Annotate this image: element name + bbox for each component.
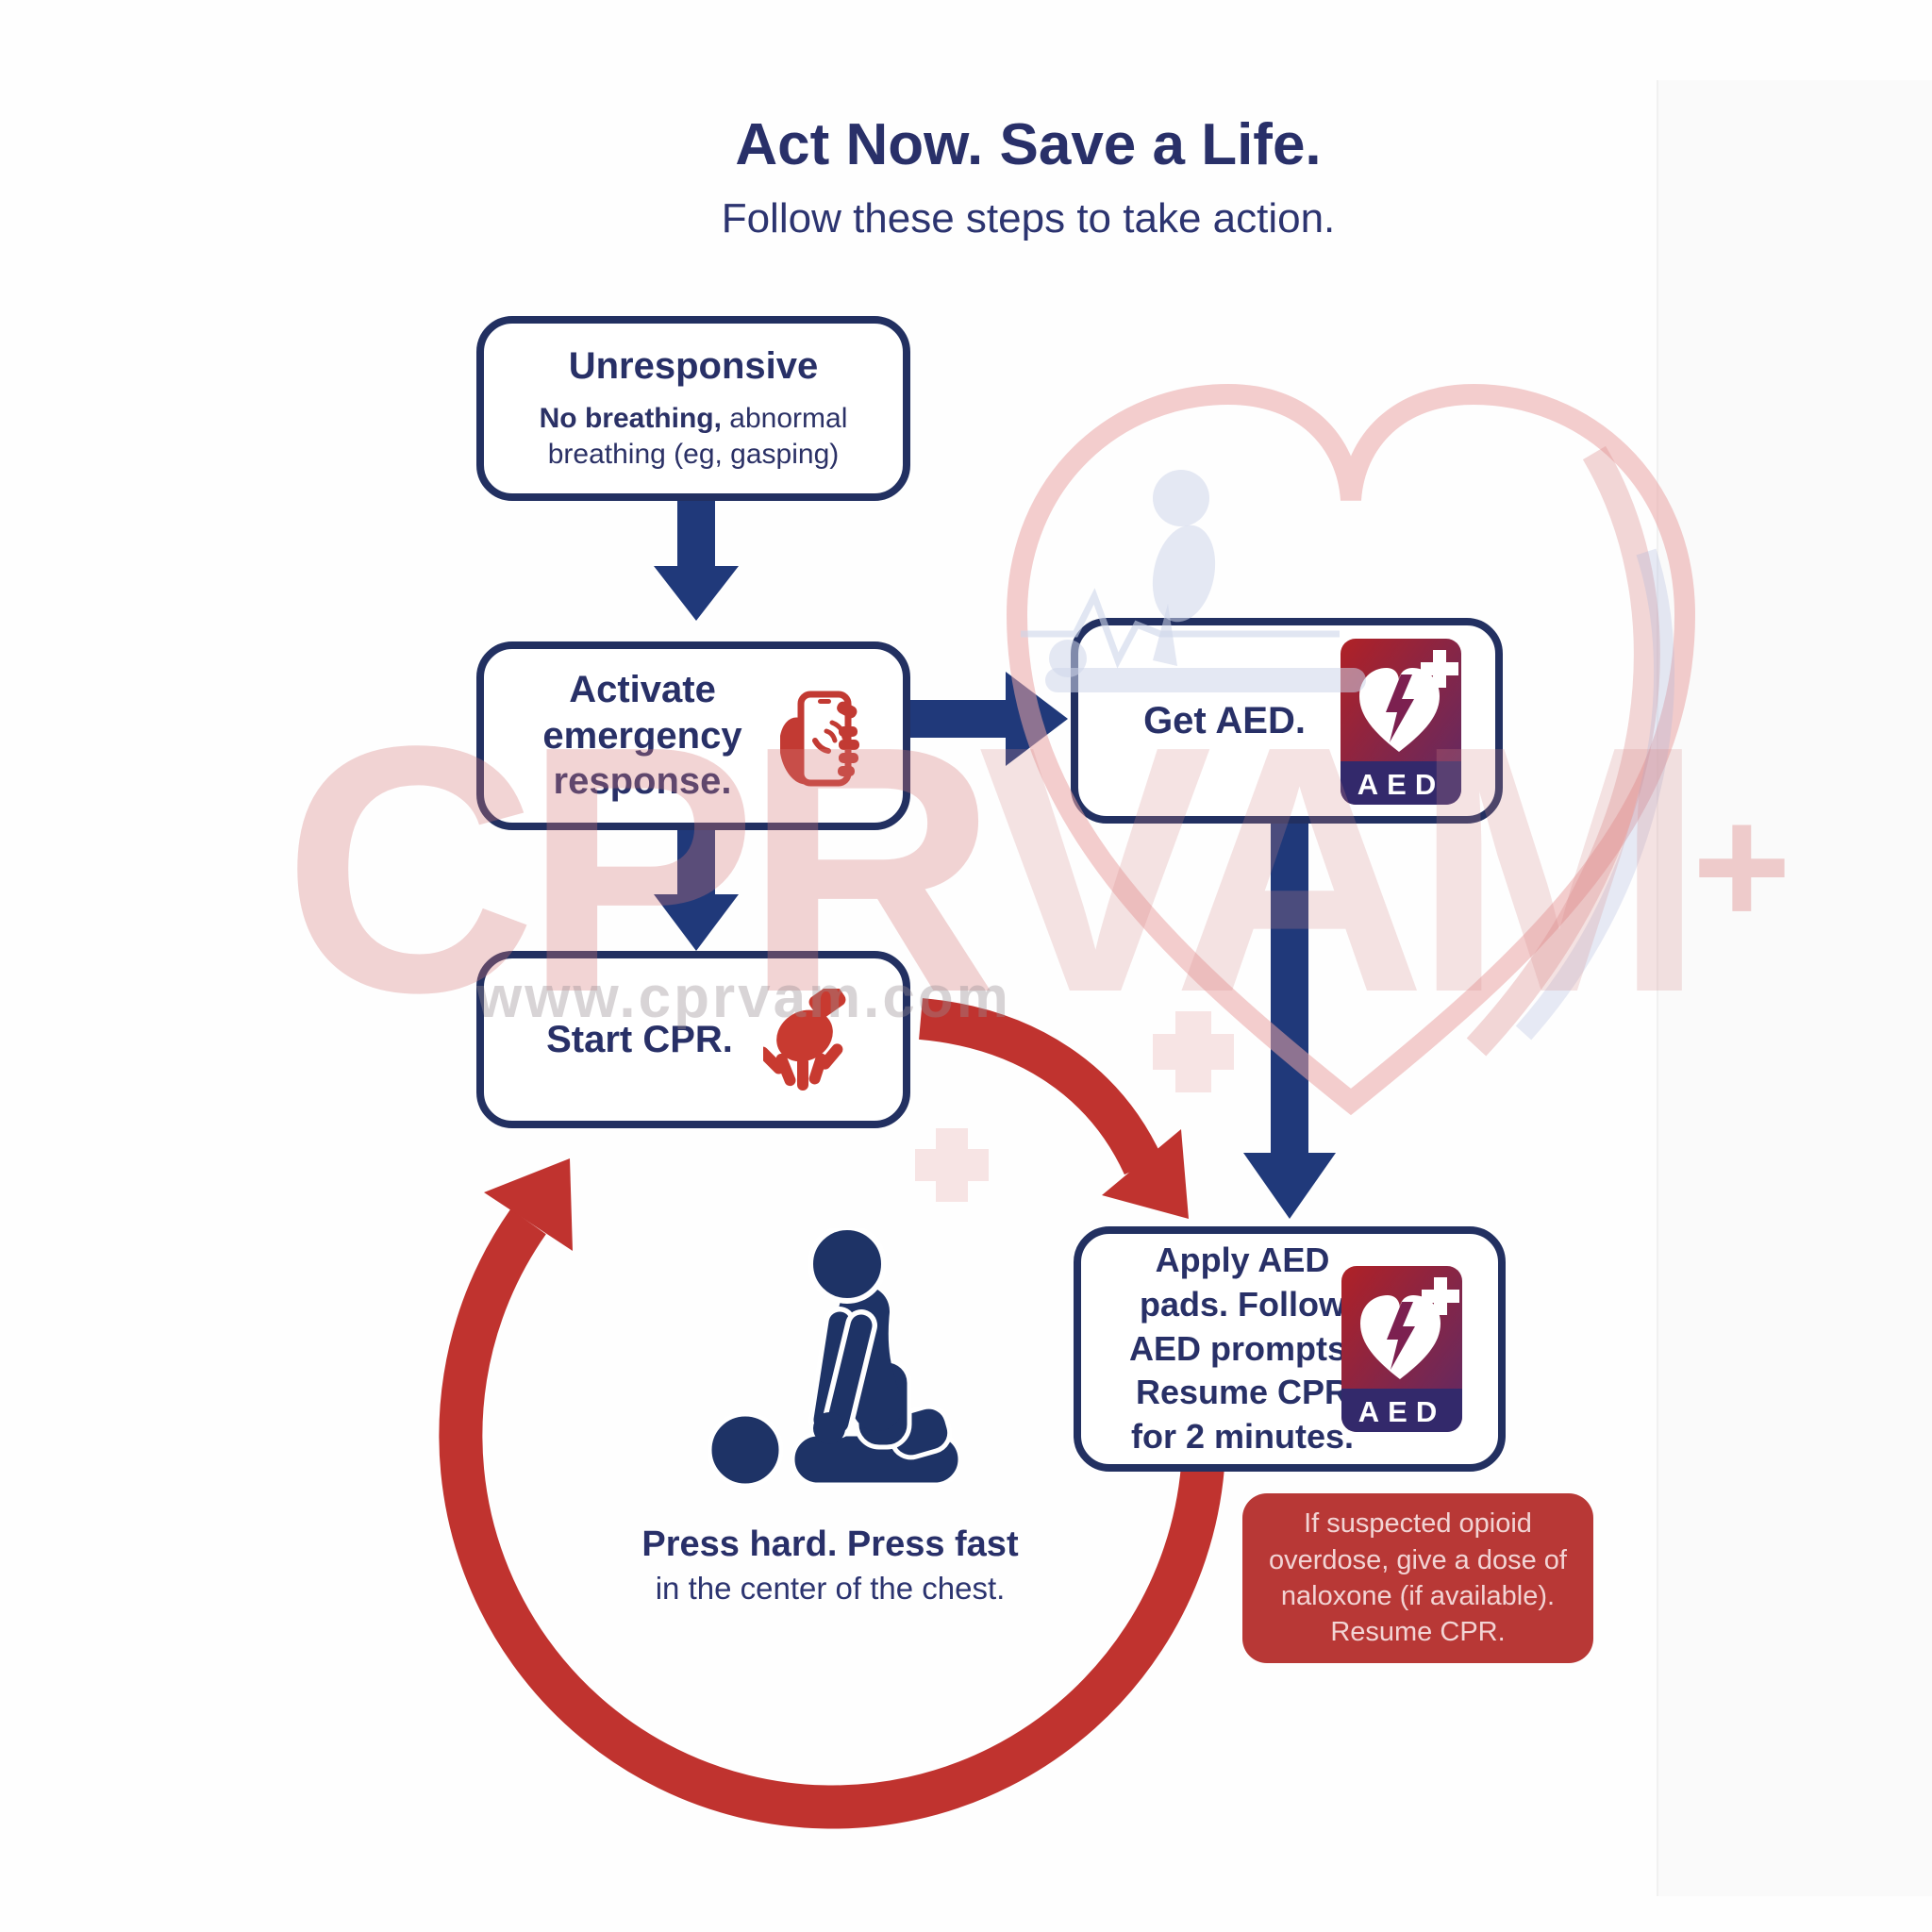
phone-call-icon xyxy=(780,691,859,787)
unresponsive-detail-bold: No breathing, xyxy=(539,403,722,434)
opioid-line-2: overdose, give a dose of xyxy=(1269,1544,1567,1575)
cpr-caption-bold: Press hard. Press fast xyxy=(641,1524,1019,1564)
node-activate: Activate emergency response. xyxy=(476,641,910,830)
unresponsive-detail-rest: abnormal breathing (eg, gasping) xyxy=(547,403,848,470)
cpr-caption-rest: in the center of the chest. xyxy=(655,1571,1006,1606)
start-cpr-label: Start CPR. xyxy=(546,1019,733,1060)
node-start-cpr: Start CPR. xyxy=(476,951,910,1128)
opioid-line-3: naloxone (if available). xyxy=(1280,1581,1556,1611)
arrow-down-long xyxy=(1243,819,1336,1219)
apply-aed-line-1: Apply AED xyxy=(1155,1241,1330,1279)
node-unresponsive: Unresponsive No breathing, abnormal brea… xyxy=(476,316,910,501)
apply-aed-line-2: pads. Follow xyxy=(1139,1284,1345,1324)
activate-label: Activate emergency response. xyxy=(520,649,765,823)
unresponsive-detail: No breathing, abnormal breathing (eg, ga… xyxy=(533,401,854,472)
page-right-gutter xyxy=(1658,80,1932,1896)
aed-icon-label: AED xyxy=(1358,1395,1445,1428)
node-apply-aed: Apply AED pads. Follow AED prompts. Resu… xyxy=(1074,1226,1506,1472)
arc-cycle-loop xyxy=(439,1158,1226,1829)
arrow-down-2 xyxy=(654,824,739,951)
cpr-caption: Press hard. Press fast in the center of … xyxy=(604,1524,1057,1607)
node-get-aed: Get AED. AED xyxy=(1071,618,1503,824)
apply-aed-line-5: for 2 minutes. xyxy=(1130,1417,1355,1457)
apply-aed-label: Apply AED pads. Follow AED prompts. Resu… xyxy=(1115,1234,1370,1464)
cpr-compressions-icon xyxy=(707,1228,960,1489)
aed-icon: AED xyxy=(1341,1266,1462,1432)
apply-aed-line-4: Resume CPR xyxy=(1135,1373,1350,1412)
activate-line-1: Activate xyxy=(569,668,716,710)
opioid-line-1: If suspected opioid xyxy=(1304,1508,1532,1540)
cpr-hands-icon xyxy=(763,989,846,1091)
unresponsive-heading: Unresponsive xyxy=(568,345,819,387)
arc-start-to-apply xyxy=(918,998,1189,1219)
get-aed-label: Get AED. xyxy=(1143,700,1306,741)
opioid-line-4: Resume CPR. xyxy=(1330,1617,1506,1648)
activate-line-3: response. xyxy=(553,760,732,803)
header: Act Now. Save a Life. Follow these steps… xyxy=(472,111,1585,242)
page-subtitle: Follow these steps to take action. xyxy=(721,195,1336,242)
aed-icon: AED xyxy=(1341,639,1461,805)
opioid-note: If suspected opioid overdose, give a dos… xyxy=(1242,1493,1593,1663)
arrow-down-1 xyxy=(654,492,739,621)
apply-aed-line-3: AED prompts. xyxy=(1128,1328,1356,1368)
activate-line-2: emergency xyxy=(542,714,742,757)
aed-icon-label: AED xyxy=(1357,768,1444,801)
arrow-right xyxy=(906,672,1068,766)
node-unresponsive-content: Unresponsive No breathing, abnormal brea… xyxy=(484,324,903,493)
page-title: Act Now. Save a Life. xyxy=(735,112,1322,177)
